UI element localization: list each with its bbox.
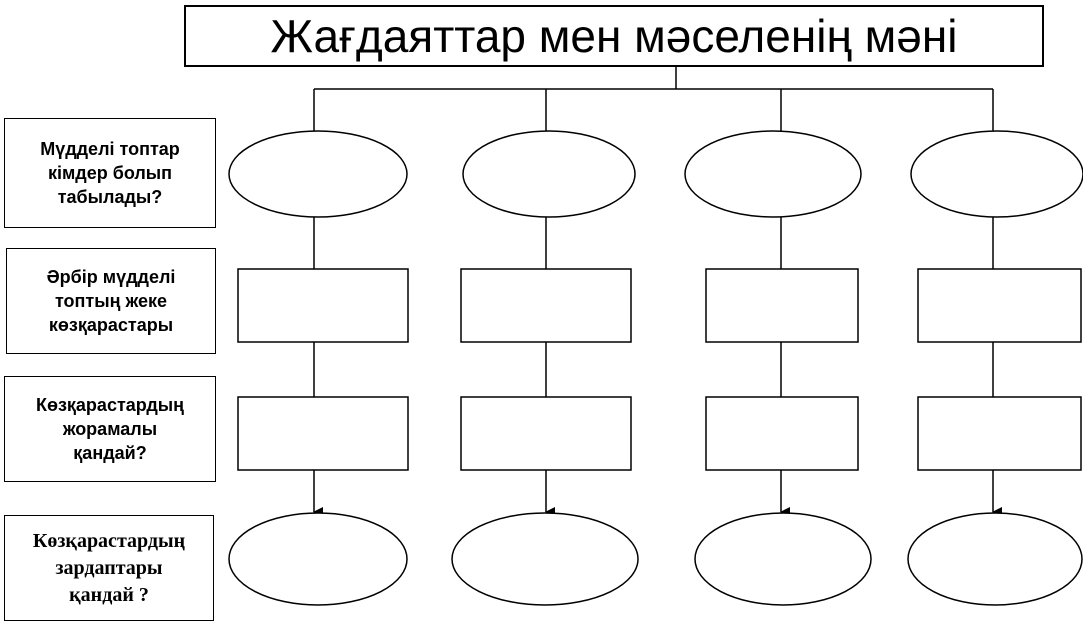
consequence-ellipse <box>228 512 408 606</box>
diagram-title: Жағдаяттар мен мәселенің мәні <box>184 5 1044 67</box>
view-box <box>237 268 409 343</box>
assumption-box <box>705 396 859 471</box>
assumption-box <box>460 396 632 471</box>
row-label-line: Көзқарастардың <box>35 394 184 415</box>
row-label-interest-groups: Мүдделі топтар кімдер болып табылады? <box>4 118 216 228</box>
view-box <box>917 268 1082 343</box>
row-label-line: Әрбір мүдделі <box>46 266 176 287</box>
view-box <box>460 268 632 343</box>
assumption-box <box>237 396 409 471</box>
row-label-group-views: Әрбір мүдделі топтың жеке көзқарастары <box>6 248 216 354</box>
group-ellipse <box>684 130 862 218</box>
group-ellipse <box>462 130 636 218</box>
row-label-line: Көзқарастардың <box>32 529 186 552</box>
view-box <box>705 268 859 343</box>
row-label-line: зардаптары <box>55 556 163 579</box>
row-label-line: табылады? <box>57 187 163 208</box>
row-label-line: топтың жеке <box>54 290 168 311</box>
row-label-line: қандай ? <box>69 583 149 606</box>
row-label-line: кімдер болып <box>47 162 173 183</box>
consequence-ellipse <box>694 512 872 606</box>
assumption-box <box>917 396 1082 471</box>
row-label-view-consequences: Көзқарастардың зардаптары қандай ? <box>4 515 214 621</box>
consequence-ellipse <box>907 512 1083 606</box>
row-label-line: Мүдделі топтар <box>40 138 180 159</box>
consequence-ellipse <box>451 512 639 606</box>
row-label-line: қандай? <box>73 443 147 464</box>
group-ellipse <box>910 130 1083 218</box>
row-label-line: көзқарастары <box>48 315 174 336</box>
row-label-view-assumptions: Көзқарастардың жорамалы қандай? <box>4 376 216 482</box>
row-label-line: жорамалы <box>62 418 158 439</box>
group-ellipse <box>228 130 408 218</box>
